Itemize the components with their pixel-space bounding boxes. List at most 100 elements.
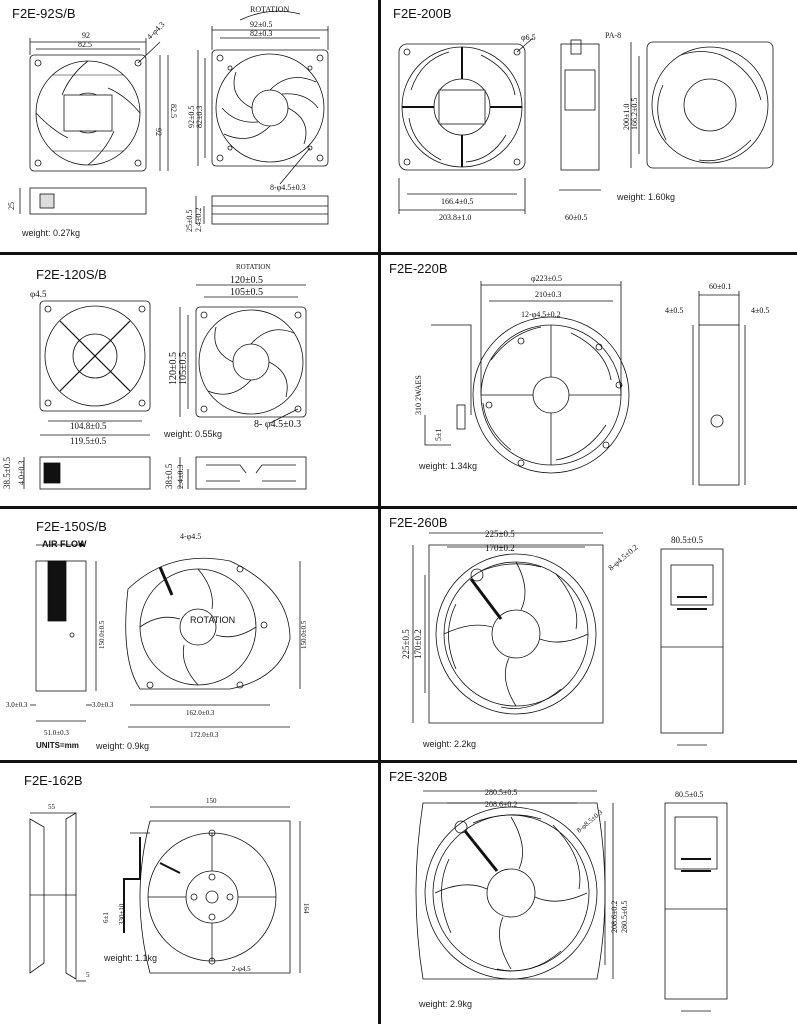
fan-drawing: φ223±0.5 210±0.3 12-φ4.5±0.2 310 2WAES 5… — [414, 274, 769, 486]
dim-label: 25±0.5 — [185, 210, 194, 232]
dim-label: 38±0.5 — [164, 463, 174, 489]
model-title: F2E-320B — [389, 769, 448, 784]
dim-label: 105±0.5 — [178, 352, 189, 385]
dim-label: 150.0±0.5 — [300, 620, 308, 649]
dim-label: 150.0±0.5 — [98, 620, 106, 649]
panel-f2e-220b: F2E-220B φ223±0.5 210±0.3 — [381, 255, 797, 506]
dim-label: 120±0.5 — [168, 352, 179, 385]
rotation-label: ROTATION — [190, 615, 235, 625]
dim-label: 330±10 — [118, 903, 126, 925]
dim-label: 150 — [206, 797, 217, 805]
dim-label: 80.5±0.5 — [671, 535, 703, 545]
dim-label: 225±0.5 — [485, 529, 515, 539]
weight-label: weight: 1.1kg — [104, 953, 158, 963]
dim-label: 38.5±0.5 — [2, 457, 12, 489]
model-title: F2E-260B — [389, 515, 448, 530]
dim-label: 208.6±0.2 — [485, 800, 517, 809]
dim-label: 60±0.5 — [565, 213, 587, 222]
dim-label: 105±0.5 — [230, 287, 263, 298]
dim-label: 3.0±0.3 — [6, 701, 28, 709]
weight-label: weight: 2.9kg — [419, 999, 473, 1009]
panel-f2e-200b: F2E-200B — [381, 0, 797, 252]
dim-label: 164 — [302, 903, 310, 914]
rotation-label: ROTATION — [250, 5, 290, 14]
dim-label: 55 — [48, 803, 56, 811]
row-divider-2 — [0, 506, 797, 509]
dim-label: 12-φ4.5±0.2 — [521, 310, 561, 319]
dim-label: 2-φ4.5 — [232, 965, 251, 973]
dim-label: 82.5 — [169, 104, 178, 118]
rotation-label: ROTATION — [236, 263, 270, 271]
dim-label: 210±0.3 — [535, 290, 561, 299]
panel-f2e-162b: F2E-162B 55 150 — [0, 763, 378, 1024]
dim-label: 225±0.5 — [401, 629, 411, 659]
dim-label: PA-8 — [605, 31, 621, 40]
model-title: F2E-200B — [393, 6, 452, 21]
dim-label: 172.0±0.3 — [190, 731, 219, 739]
dim-label: 8-φ4.5±0.2 — [607, 543, 640, 573]
dim-label: 25 — [7, 202, 16, 210]
dim-label: 280.5±0.5 — [620, 901, 629, 933]
dim-label: 92±0.5 — [250, 20, 272, 29]
model-title: F2E-220B — [389, 261, 448, 276]
model-title: F2E-120S/B — [36, 267, 107, 282]
units-label: UNITS=mm — [36, 741, 79, 750]
dim-label: 208.6±0.2 — [610, 901, 619, 933]
dim-label: 162.0±0.3 — [186, 709, 215, 717]
dim-label: 80.5±0.5 — [675, 790, 703, 799]
panel-f2e-150sb: F2E-150S/B ROTATION 4-φ4. — [0, 509, 378, 760]
dim-label: 119.5±0.5 — [70, 436, 107, 446]
dim-label: 166.2±0.5 — [630, 98, 639, 130]
panel-f2e-320b: F2E-320B 280.5±0.5 208.6± — [381, 763, 797, 1024]
weight-label: weight: 1.60kg — [617, 192, 676, 202]
panel-f2e-120sb: F2E-120S/B — [0, 255, 378, 506]
dim-label: 8-φ4.5±0.3 — [270, 183, 306, 192]
dim-label: 82±0.3 — [195, 106, 204, 128]
dim-label: 200±1.0 — [622, 104, 631, 130]
dim-label: 203.8±1.0 — [439, 213, 471, 222]
dim-label: φ223±0.5 — [531, 274, 562, 283]
column-divider — [378, 0, 381, 1024]
dim-label: 4±0.5 — [751, 306, 769, 315]
weight-label: weight: 1.34kg — [419, 461, 478, 471]
fan-drawing: 225±0.5 170±0.2 8-φ4.5±0.2 225±0.5 170±0… — [401, 529, 724, 746]
dim-label: 4-φ4.5 — [180, 532, 201, 541]
dim-label: 280.5±0.5 — [485, 788, 517, 797]
panel-f2e-92sb: F2E-92S/B — [0, 0, 378, 252]
dim-label: 2.4±0.2 — [194, 208, 203, 232]
dim-label: 4±0.5 — [665, 306, 683, 315]
airflow-label: AIR FLOW — [42, 539, 87, 549]
fan-drawing: 92 82.5 4-φ4.3 92 82.5 ROTATION 92±0.5 8… — [7, 5, 329, 232]
dim-label: 92 — [82, 31, 90, 40]
dim-label: 8- φ4.5±0.3 — [254, 419, 301, 430]
dim-label: 6±1 — [102, 912, 110, 923]
dim-label: 170±0.2 — [413, 629, 423, 659]
dim-label: 5 — [86, 971, 90, 979]
model-title: F2E-162B — [24, 773, 83, 788]
row-divider-3 — [0, 760, 797, 763]
dim-label: 4-φ4.3 — [145, 20, 166, 41]
dim-label: 51.0±0.3 — [44, 729, 69, 737]
dim-label: 120±0.5 — [230, 275, 263, 286]
dim-label: 5±1 — [434, 429, 443, 441]
weight-label: weight: 0.9kg — [96, 741, 150, 751]
weight-label: weight: 0.55kg — [164, 429, 223, 439]
fan-drawing: φ6.5 PA-8 166.4±0.5 203.8±1.0 60±0.5 200… — [398, 31, 774, 222]
dim-label: 82±0.3 — [250, 29, 272, 38]
dim-label: 166.4±0.5 — [441, 197, 473, 206]
dim-label: 3.0±0.3 — [92, 701, 114, 709]
model-title: F2E-150S/B — [36, 519, 107, 534]
dim-label: 92 — [154, 128, 163, 136]
dim-label: 104.8±0.5 — [70, 421, 107, 431]
dim-label: φ6.5 — [521, 33, 536, 42]
dim-label: 82.5 — [78, 40, 92, 49]
panel-f2e-260b: F2E-260B 225±0.5 170±0.2 — [381, 509, 797, 760]
weight-label: weight: 0.27kg — [22, 228, 81, 238]
fan-drawing: φ4.5 104.8±0.5 119.5±0.5 ROTATION 120±0.… — [2, 263, 307, 490]
model-title: F2E-92S/B — [12, 6, 76, 21]
fan-drawing: ROTATION 4-φ4.5 150.0±0.5 3.0±0.3 3.0±0.… — [6, 532, 308, 739]
weight-label: weight: 2.2kg — [423, 739, 477, 749]
dim-label: 2.4±0.3 — [176, 465, 185, 489]
dim-label: 4.0±0.3 — [17, 461, 26, 485]
